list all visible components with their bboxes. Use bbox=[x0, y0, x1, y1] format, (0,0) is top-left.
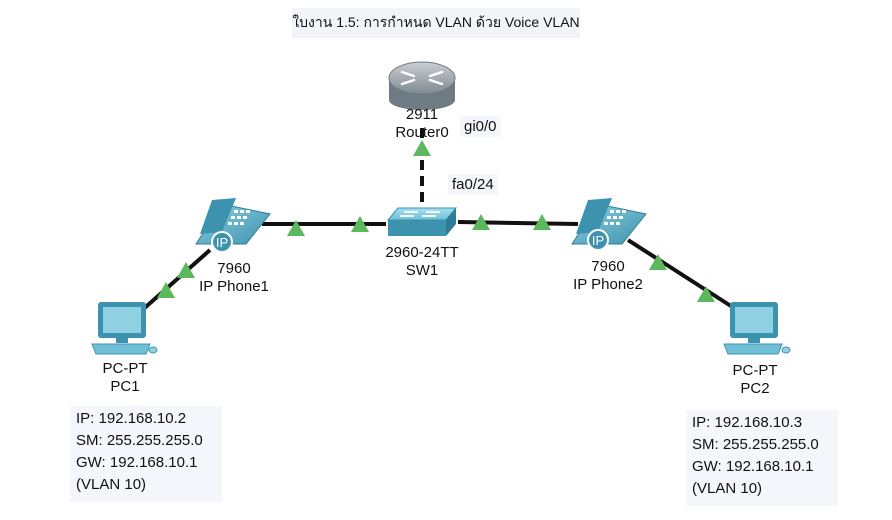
link-up-marker bbox=[533, 214, 551, 230]
link-up-marker bbox=[351, 216, 369, 232]
link-up-marker bbox=[287, 220, 305, 236]
link-up-marker bbox=[697, 286, 715, 302]
link-markers bbox=[157, 140, 715, 302]
phone2-model: 7960 bbox=[591, 258, 625, 275]
phone1-name: IP Phone1 bbox=[199, 278, 269, 295]
router-model: 2911 bbox=[405, 106, 439, 123]
pc-icon[interactable] bbox=[91, 302, 158, 355]
ip-phone-icon[interactable] bbox=[195, 198, 271, 245]
pc1-subnet-mask: SM: 255.255.255.0 bbox=[76, 432, 203, 449]
pc1-gateway: GW: 192.168.10.1 bbox=[76, 454, 198, 471]
ip-badge-icon: IP bbox=[587, 229, 609, 251]
pc1-name: PC1 bbox=[110, 378, 140, 395]
router-icon[interactable] bbox=[388, 61, 456, 110]
pc2-gateway: GW: 192.168.10.1 bbox=[692, 458, 814, 475]
switch-icon[interactable] bbox=[386, 207, 458, 236]
link-up-marker bbox=[472, 214, 490, 230]
link-up-marker bbox=[413, 140, 431, 156]
pc1-config-box: IP: 192.168.10.2 SM: 255.255.255.0 GW: 1… bbox=[70, 406, 222, 502]
svg-text:IP: IP bbox=[216, 235, 228, 250]
phone1-label: 7960 IP Phone1 bbox=[199, 260, 269, 296]
switch-label: 2960-24TT SW1 bbox=[385, 244, 458, 280]
phone1-model: 7960 bbox=[217, 260, 251, 277]
router-interface-label: gi0/0 bbox=[460, 116, 501, 137]
switch-interface-label: fa0/24 bbox=[448, 174, 498, 195]
pc2-config-box: IP: 192.168.10.3 SM: 255.255.255.0 GW: 1… bbox=[686, 410, 838, 506]
diagram-title: ใบงาน 1.5: การกำหนด VLAN ด้วย Voice VLAN bbox=[292, 8, 580, 38]
pc1-model: PC-PT bbox=[102, 360, 148, 377]
phone2-label: 7960 IP Phone2 bbox=[573, 258, 643, 294]
switch-model: 2960-24TT bbox=[385, 244, 459, 261]
pc1-vlan: (VLAN 10) bbox=[76, 476, 147, 493]
pc1-label: PC-PT PC1 bbox=[103, 360, 148, 396]
pc2-model: PC-PT bbox=[732, 362, 778, 379]
pc2-vlan: (VLAN 10) bbox=[692, 480, 763, 497]
link-phone1-pc1 bbox=[138, 248, 212, 314]
pc2-label: PC-PT PC2 bbox=[733, 362, 778, 398]
pc2-name: PC2 bbox=[740, 380, 770, 397]
link-up-marker bbox=[157, 282, 175, 298]
svg-text:IP: IP bbox=[592, 233, 604, 248]
router-name: Router0 bbox=[395, 124, 449, 141]
pc2-subnet-mask: SM: 255.255.255.0 bbox=[692, 436, 819, 453]
phone2-name: IP Phone2 bbox=[573, 276, 643, 293]
pc2-ip: IP: 192.168.10.3 bbox=[692, 414, 803, 431]
switch-name: SW1 bbox=[405, 262, 439, 279]
pc-icon[interactable] bbox=[723, 302, 791, 355]
router-label: 2911 Router0 bbox=[395, 106, 448, 142]
link-phone2-pc2 bbox=[626, 238, 736, 310]
diagram-title-text: ใบงาน 1.5: การกำหนด VLAN ด้วย Voice VLAN bbox=[292, 14, 580, 30]
link-up-marker bbox=[649, 254, 667, 270]
ip-badge-icon: IP bbox=[211, 231, 233, 253]
link-up-marker bbox=[177, 262, 195, 278]
ip-phone-icon[interactable] bbox=[571, 198, 647, 245]
pc1-ip: IP: 192.168.10.2 bbox=[76, 410, 187, 427]
